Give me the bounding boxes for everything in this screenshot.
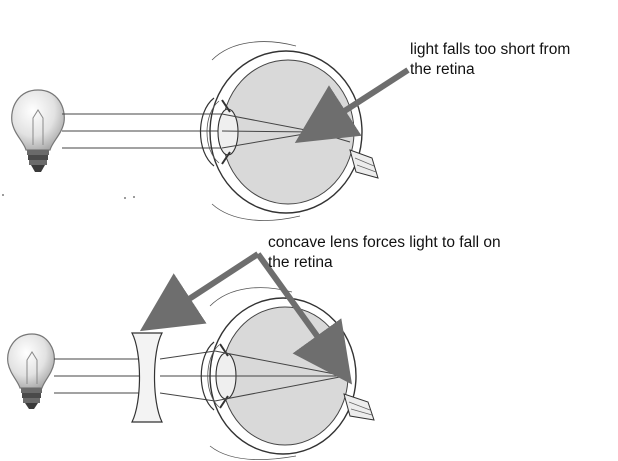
annotation-top-line-1: light falls too short from — [410, 41, 571, 58]
light-bulb-icon — [7, 333, 55, 409]
arrow-icon — [255, 252, 353, 385]
arrow-icon — [294, 67, 410, 144]
concave-lens-icon — [131, 332, 163, 423]
light-rays-top — [62, 113, 222, 149]
light-rays-bottom — [54, 358, 140, 394]
arrow-icon — [139, 251, 260, 332]
annotation-top-line-2: the retina — [410, 61, 475, 78]
top-diagram — [2, 41, 410, 221]
eye-icon — [200, 287, 375, 461]
bottom-diagram — [7, 251, 375, 461]
annotation-bottom-line-1: concave lens forces light to fall on — [268, 234, 501, 251]
light-bulb-icon — [11, 89, 65, 172]
diverging-rays — [159, 350, 216, 402]
annotation-bottom-line-2: the retina — [268, 254, 333, 271]
